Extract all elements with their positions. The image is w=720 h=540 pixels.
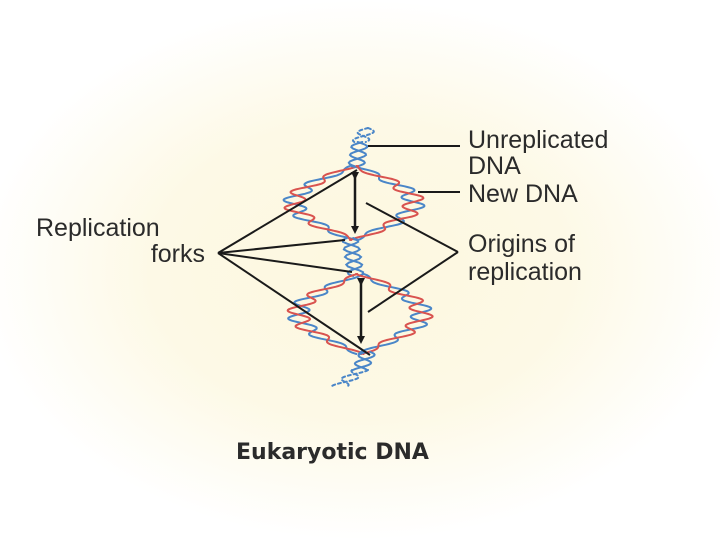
origin-leader-1 (365, 202, 459, 253)
fork-leader-1 (217, 169, 358, 254)
helix-top-tail-strand-1 (351, 127, 375, 143)
figure-caption: Eukaryotic DNA (236, 440, 429, 465)
helix-top-tail-strand-2 (356, 127, 371, 143)
label-unreplicated: Unreplicated (468, 126, 608, 154)
label-replication: Replication (36, 214, 160, 242)
upper-bubble-arm-2-parental (350, 165, 426, 241)
fork-leader-3 (217, 252, 353, 273)
upper-bubble-arm-2-new (349, 165, 425, 241)
dna-helix (282, 127, 434, 387)
upper-bubble-arm-1-new (283, 165, 359, 241)
bubble-arrows (351, 172, 365, 344)
label-replication-2: replication (468, 258, 582, 286)
lower-bubble-arm-2-parental (357, 273, 433, 355)
label-forks: forks (151, 240, 205, 268)
fork-leader-4 (217, 252, 371, 356)
lower-bubble-arm-1-new (286, 273, 365, 355)
leader-lines (217, 145, 460, 356)
label-new-dna: New DNA (468, 180, 578, 208)
origin-leader-2 (367, 251, 459, 313)
helix-bottom-strand-2 (351, 351, 373, 371)
lower-bubble-arm-2-new (355, 273, 434, 355)
fork-leader-2 (217, 239, 346, 254)
label-dna: DNA (468, 152, 521, 180)
helix-middle-strand-1 (342, 237, 365, 277)
helix-bottom-tail-strand-1 (340, 369, 369, 387)
helix-top-strand-2 (347, 141, 368, 169)
helix-top-strand-1 (348, 141, 369, 169)
helix-middle-strand-2 (342, 237, 364, 277)
label-origins-of: Origins of (468, 230, 575, 258)
helix-bottom-tail-strand-2 (331, 369, 360, 387)
